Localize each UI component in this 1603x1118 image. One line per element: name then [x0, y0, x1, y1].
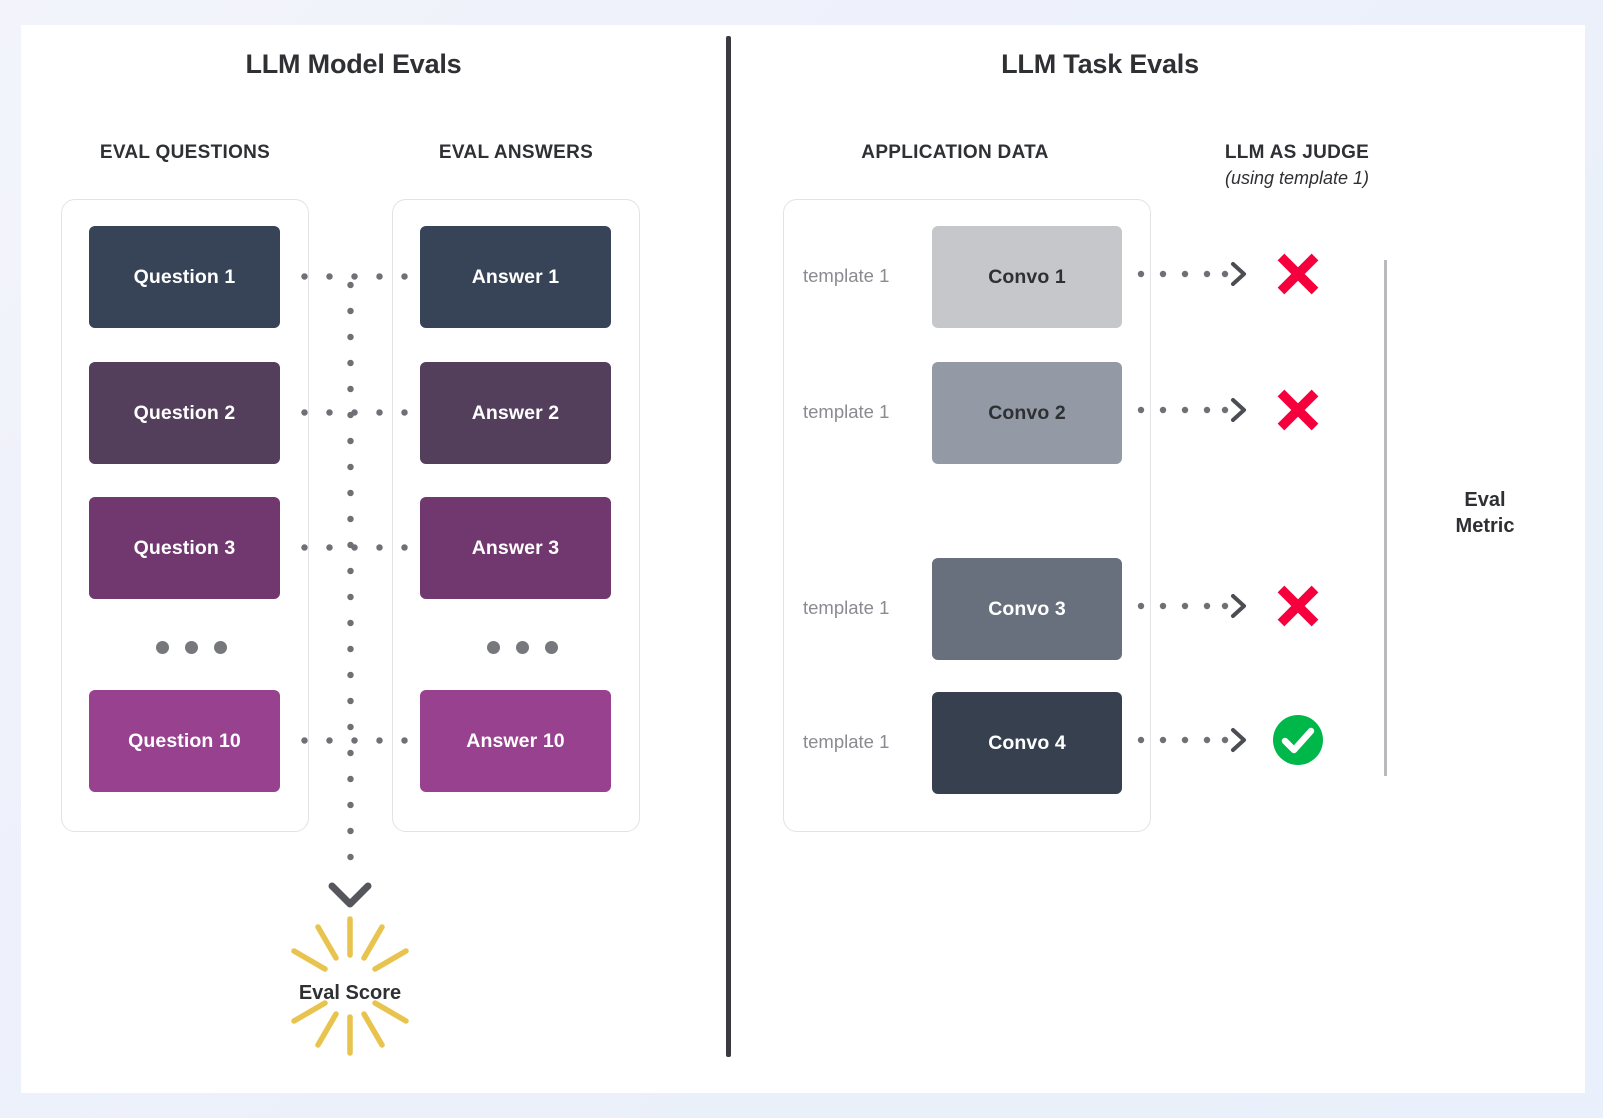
template-label-3: template 1	[803, 597, 890, 618]
left-panel-title: LLM Model Evals	[245, 49, 462, 79]
application-data-label: APPLICATION DATA	[861, 142, 1049, 163]
template-label-4: template 1	[803, 731, 890, 752]
convo-chip-4[interactable]: Convo 4	[932, 692, 1122, 794]
judge-arrow-2	[1136, 397, 1248, 423]
convo-chip-3[interactable]: Convo 3	[932, 558, 1122, 660]
eval-metric-label: Eval Metric	[1410, 487, 1560, 539]
judge-arrow-1	[1136, 261, 1248, 287]
aggregation-spine	[347, 272, 354, 872]
eval-metric-line1: Eval	[1464, 489, 1506, 511]
ellipsis-dot	[487, 641, 500, 654]
panel-divider	[726, 36, 731, 1057]
template-label-2: template 1	[803, 401, 890, 422]
template-label-1: template 1	[803, 265, 890, 286]
eval-questions-label: EVAL QUESTIONS	[99, 142, 271, 163]
ellipsis-dot	[214, 641, 227, 654]
answer-chip-2[interactable]: Answer 2	[420, 362, 611, 464]
answers-ellipsis-dots	[487, 641, 558, 654]
question-chip-1[interactable]: Question 1	[89, 226, 280, 328]
question-chip-3[interactable]: Question 3	[89, 497, 280, 599]
answer-chip-1[interactable]: Answer 1	[420, 226, 611, 328]
question-chip-10[interactable]: Question 10	[89, 690, 280, 792]
verdict-pass-icon-4	[1272, 714, 1324, 766]
judge-arrow-3	[1136, 593, 1248, 619]
llm-as-judge-label: LLM AS JUDGE	[1224, 142, 1370, 163]
question-chip-2[interactable]: Question 2	[89, 362, 280, 464]
eval-metric-bracket	[1384, 260, 1387, 776]
judge-arrow-4	[1136, 727, 1248, 753]
verdict-fail-icon-1	[1272, 248, 1324, 300]
eval-metric-line2: Metric	[1455, 515, 1515, 537]
verdict-fail-icon-2	[1272, 384, 1324, 436]
sparkle-burst-icon	[279, 915, 421, 1057]
ellipsis-dot	[545, 641, 558, 654]
ellipsis-dot	[156, 641, 169, 654]
eval-score-label: Eval Score	[298, 982, 402, 1004]
eval-answers-label: EVAL ANSWERS	[438, 142, 594, 163]
verdict-fail-icon-3	[1272, 580, 1324, 632]
ellipsis-dot	[185, 641, 198, 654]
answer-chip-10[interactable]: Answer 10	[420, 690, 611, 792]
chevron-down-icon	[328, 880, 372, 910]
llm-as-judge-sublabel: (using template 1)	[1224, 168, 1370, 188]
convo-chip-1[interactable]: Convo 1	[932, 226, 1122, 328]
convo-chip-2[interactable]: Convo 2	[932, 362, 1122, 464]
answer-chip-3[interactable]: Answer 3	[420, 497, 611, 599]
right-panel-title: LLM Task Evals	[1001, 49, 1199, 79]
questions-ellipsis-dots	[156, 641, 227, 654]
ellipsis-dot	[516, 641, 529, 654]
